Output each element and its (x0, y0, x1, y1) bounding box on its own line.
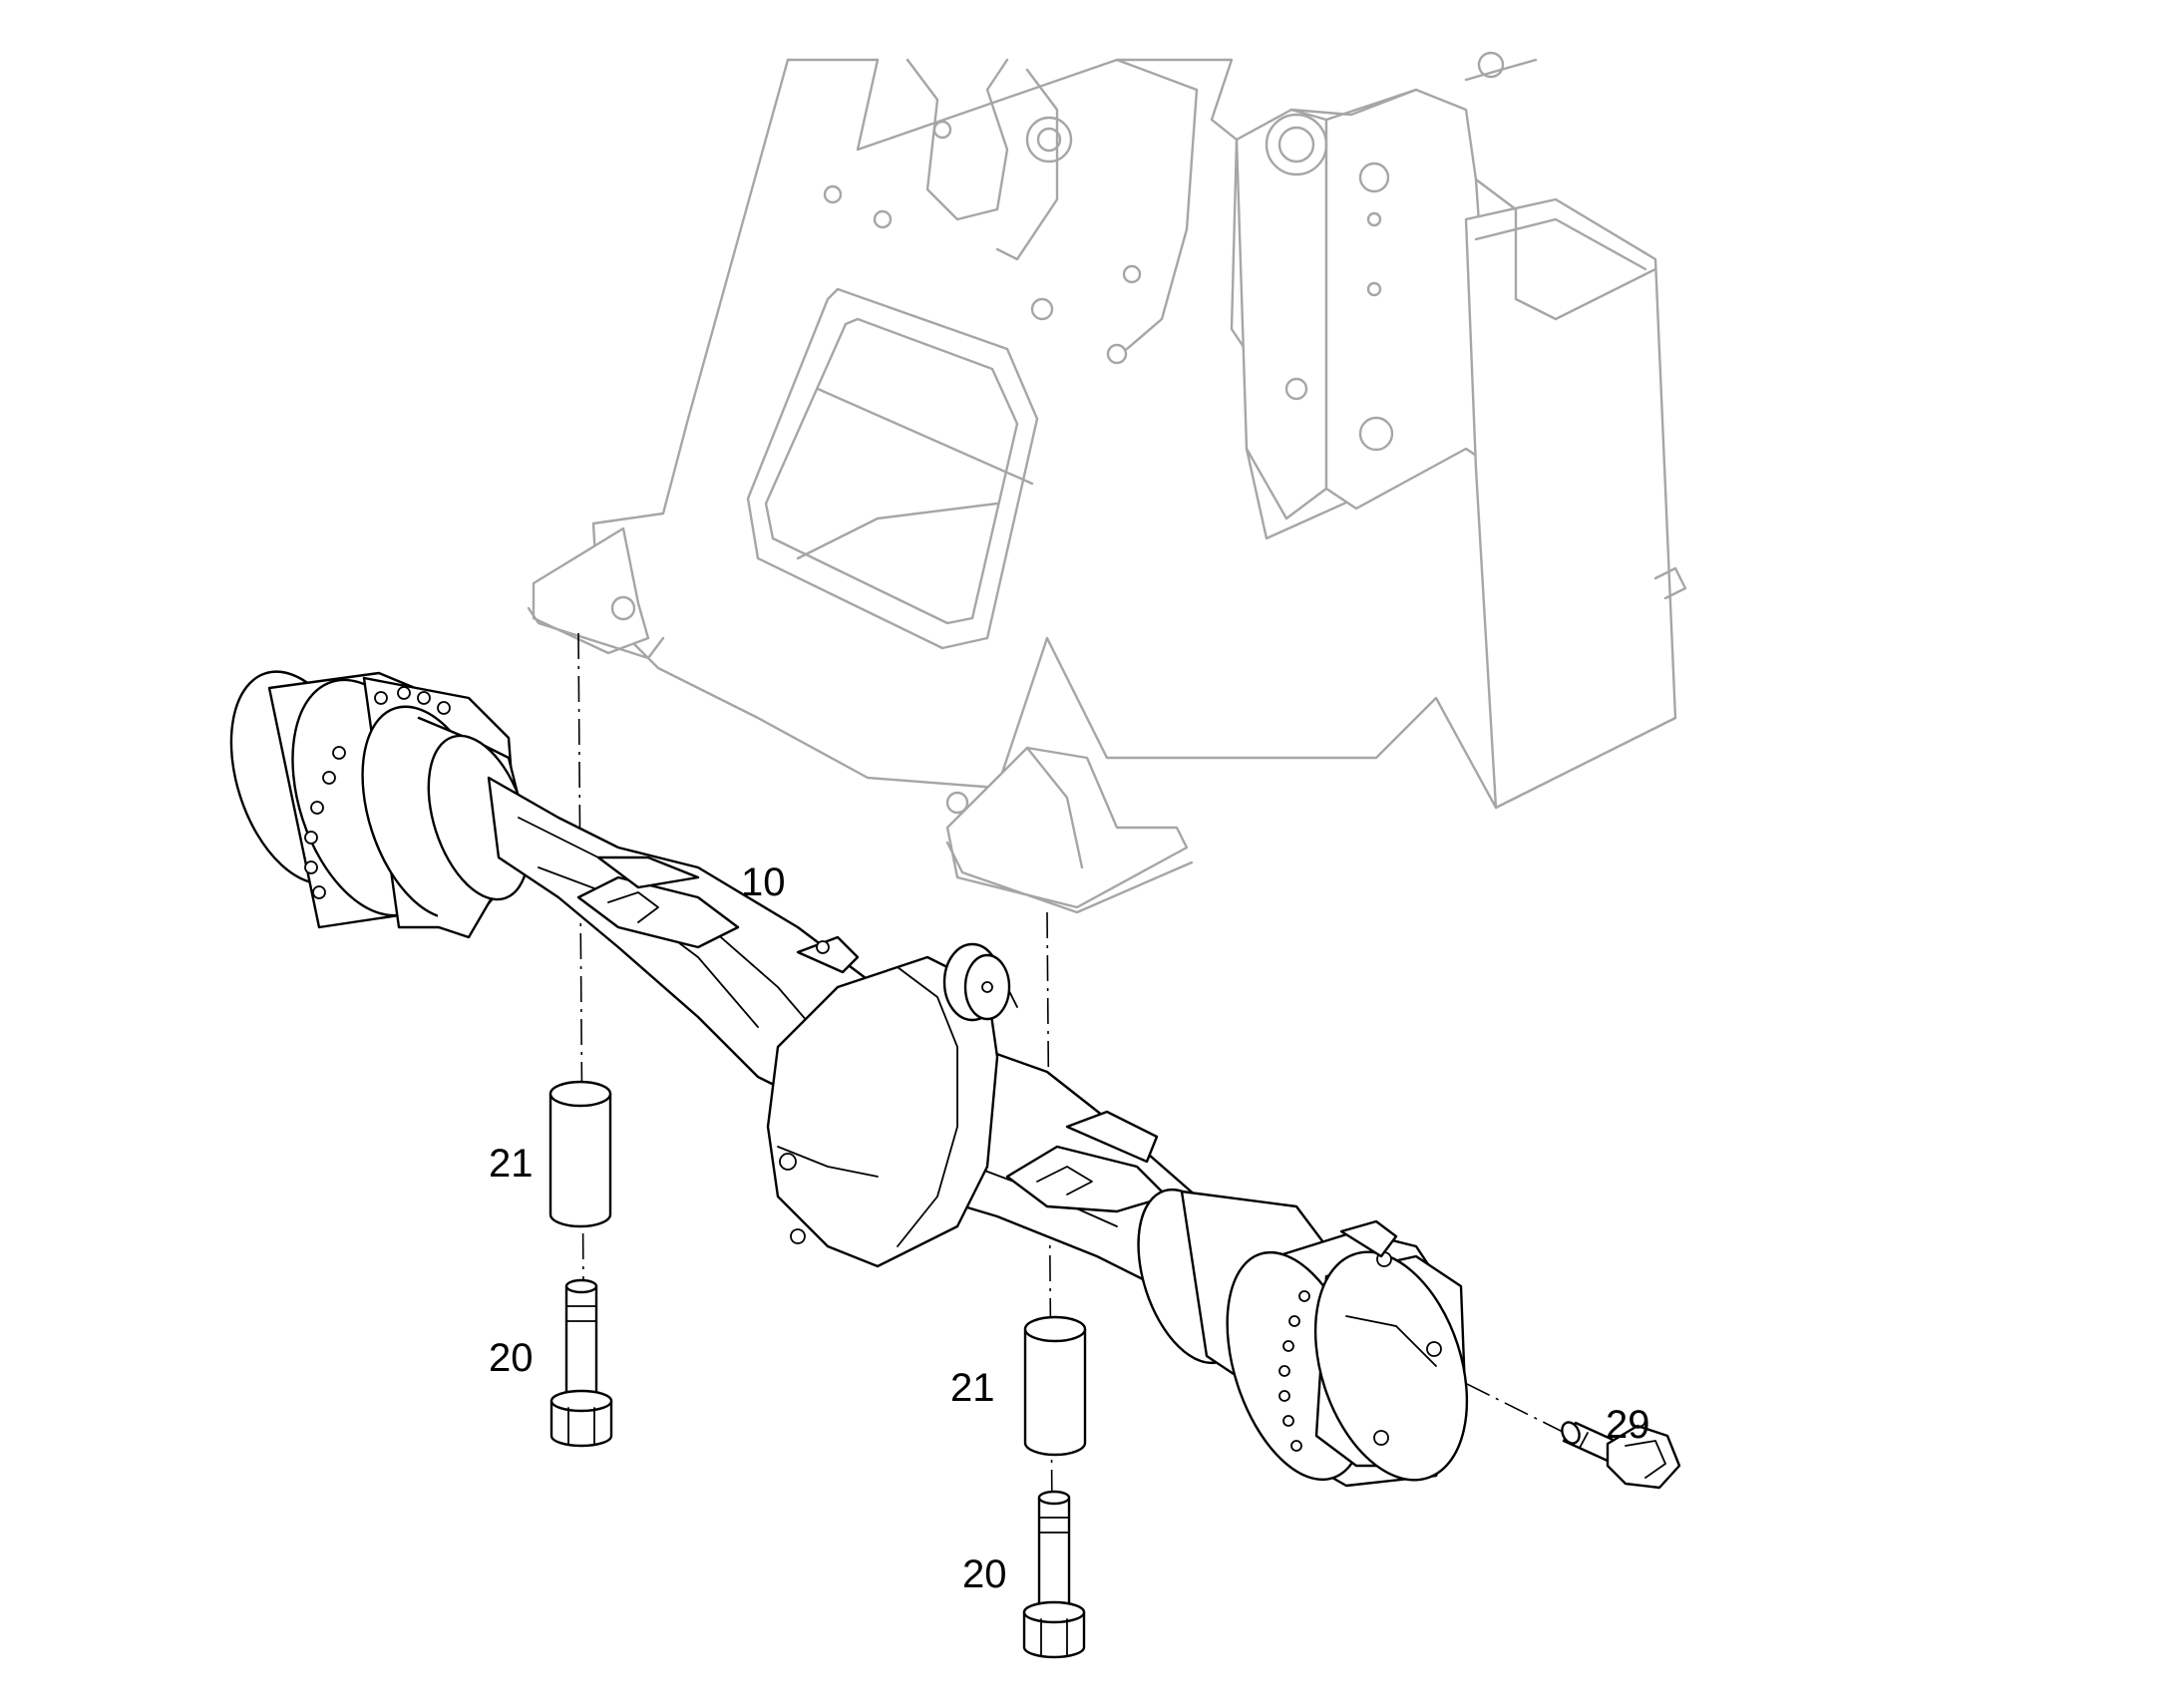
left-bolt (549, 1278, 613, 1448)
callouts: 10 21 20 21 20 29 (489, 860, 1650, 1596)
callout-spacer-left: 21 (489, 1142, 534, 1186)
left-mount-axis (577, 632, 584, 1287)
left-spacer (548, 1080, 612, 1228)
callout-bolt-left: 20 (489, 1336, 534, 1380)
callout-hub-bolt: 29 (1606, 1403, 1650, 1447)
callout-spacer-right: 21 (950, 1366, 995, 1410)
axle-assembly (229, 670, 1469, 1488)
vehicle-frame (527, 51, 1687, 914)
right-wheel-hub (1226, 1219, 1469, 1488)
right-bolt (1022, 1490, 1086, 1659)
hub-bolt (1561, 1421, 1681, 1490)
right-spacer (1023, 1315, 1087, 1457)
callout-axle: 10 (741, 860, 786, 904)
callout-bolt-right: 20 (962, 1552, 1007, 1596)
